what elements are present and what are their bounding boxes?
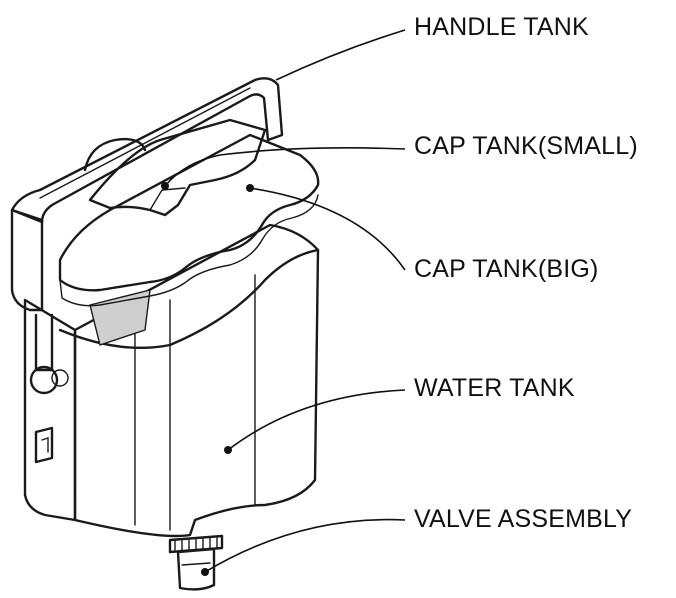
dot-cap-tank-big <box>246 184 254 192</box>
cap-tank-small <box>83 118 267 217</box>
cap-tank-small-shape <box>88 118 267 217</box>
label-cap-tank-big: CAP TANK(BIG) <box>414 255 599 283</box>
handle-hinge-pin <box>51 369 69 387</box>
cap-rear-knob <box>83 137 147 172</box>
water-tank <box>23 223 320 538</box>
dot-water-tank <box>224 446 232 454</box>
leader-cap-tank-small <box>164 147 406 187</box>
label-valve-assembly: VALVE ASSEMBLY <box>414 505 633 533</box>
leader-cap-tank-big <box>249 187 406 271</box>
dot-valve-assembly <box>201 568 209 576</box>
water-tank-rim <box>58 248 320 350</box>
handle-left-arm <box>10 208 44 312</box>
valve-ribs <box>174 537 218 551</box>
valve-body <box>176 547 216 591</box>
side-clip <box>34 426 54 464</box>
label-cap-tank-small: CAP TANK(SMALL) <box>414 132 638 160</box>
side-clip-detail <box>41 437 49 453</box>
label-handle-tank: HANDLE TANK <box>414 13 589 41</box>
cap-tank-big <box>58 133 320 307</box>
handle-tank <box>10 77 284 395</box>
valve-assembly <box>168 534 224 591</box>
label-water-tank: WATER TANK <box>414 374 575 402</box>
leader-valve-assembly <box>204 518 406 573</box>
valve-body-line <box>181 562 211 566</box>
leader-water-tank <box>227 389 406 451</box>
cap-tank-big-edge <box>59 194 319 307</box>
water-tank-left-face <box>23 298 77 522</box>
leader-lines <box>161 29 406 576</box>
handle-hinge-knob <box>29 365 59 395</box>
cap-tank-big-shape <box>58 133 320 292</box>
water-tank-front-face <box>73 223 320 538</box>
handle-bar-edge <box>39 87 251 199</box>
leader-handle-tank <box>275 29 406 81</box>
dot-cap-tank-small <box>161 182 169 190</box>
handle-hinge-arm <box>34 313 54 372</box>
valve-collar <box>168 534 224 554</box>
handle-bar <box>10 77 284 224</box>
cap-tank-small-notch <box>149 187 186 211</box>
